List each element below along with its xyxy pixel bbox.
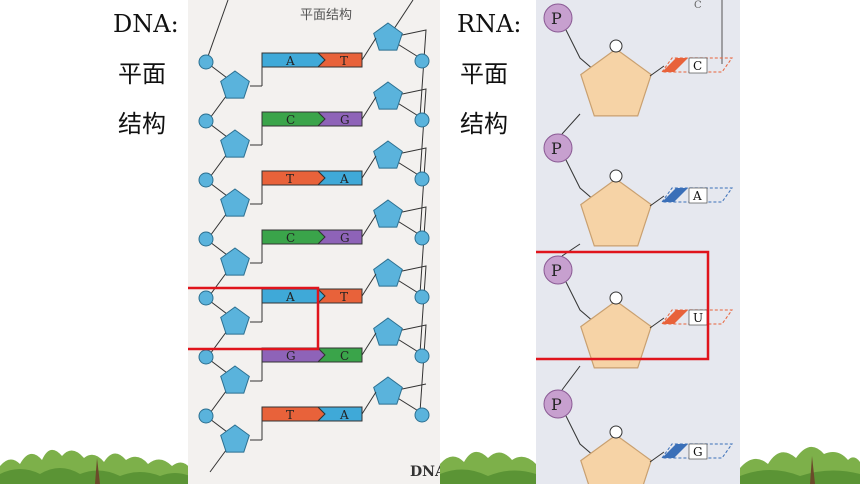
rna-top-fragment: C [694, 0, 702, 11]
dna-sugar-right [373, 22, 403, 51]
dna-base-right [316, 170, 363, 186]
dna-phosphate-left [198, 113, 214, 129]
rna-phosphate-label: P [551, 9, 562, 28]
rna-phosphate [543, 389, 573, 419]
rna-base-label: G [693, 445, 703, 459]
rna-sugar [580, 434, 652, 488]
dna-base-right [316, 52, 363, 68]
dna-phosphate-right [414, 112, 430, 128]
dna-caption: DNA [410, 464, 440, 480]
rna-base-label: U [693, 311, 703, 325]
dna-backbone [198, 0, 430, 473]
dna-base-right-label: G [340, 113, 350, 127]
rna-base-label: A [692, 189, 702, 203]
rna-base-outline [661, 57, 733, 73]
rna-sugar [580, 48, 652, 117]
dna-phosphate-left [198, 408, 214, 424]
foliage-middle [440, 451, 536, 484]
rna-nucleotides: C P C P A P U P G [543, 0, 733, 488]
dna-phosphate-right [414, 53, 430, 69]
dna-base-right [316, 111, 363, 127]
rna-sugar [580, 178, 652, 247]
rna-diagram: C P C P A P U P G [528, 0, 733, 488]
dna-base-left-label: G [286, 349, 296, 363]
rna-phosphate-label: P [551, 395, 562, 414]
dna-phosphate-left [198, 54, 214, 70]
dna-phosphate-left [198, 231, 214, 247]
dna-base-right-label: A [339, 408, 349, 422]
dna-sugar-left [220, 188, 250, 217]
dna-label-line2: 平面 [118, 60, 166, 88]
rna-sugar [580, 300, 652, 369]
dna-phosphate-right [414, 289, 430, 305]
rna-phosphate [543, 133, 573, 163]
rna-base-outline [661, 187, 733, 203]
rna-phosphate [543, 255, 573, 285]
rna-oxygen [609, 169, 623, 183]
dna-label-line3: 结构 [118, 110, 166, 138]
dna-base-left-label: T [286, 172, 294, 186]
dna-label: DNA: [113, 10, 179, 38]
dna-sugar-left [220, 365, 250, 394]
foliage-right [740, 446, 860, 484]
rna-phosphate [543, 3, 573, 33]
rna-label-line3: 结构 [460, 110, 508, 138]
dna-phosphate-left [198, 349, 214, 365]
dna-base-left-label: T [286, 408, 294, 422]
dna-base-right [316, 229, 363, 245]
rna-base-shape [662, 310, 688, 324]
dna-sugar-left [220, 306, 250, 335]
dna-base-left-label: C [286, 113, 295, 127]
dna-diagram: 平面结构 DNA A T C G T A C G A T G C T A [184, 0, 447, 480]
dna-base-pairs: A T C G T A C G A T G C T A [250, 37, 377, 441]
dna-base-right-label: T [340, 290, 348, 304]
dna-sugar-left [220, 424, 250, 453]
dna-sugar-left [220, 129, 250, 158]
dna-base-left-label: C [286, 231, 295, 245]
dna-figure-panel: 平面结构 DNA A T C G T A C G A T G C T A [184, 0, 447, 484]
dna-phosphate-right [414, 230, 430, 246]
foliage-left [0, 449, 190, 484]
dna-base-right-label: A [339, 172, 349, 186]
rna-phosphate-label: P [551, 261, 562, 280]
dna-base-right-label: G [340, 231, 350, 245]
dna-sugar-right [373, 258, 403, 287]
dna-figure-title: 平面结构 [300, 8, 352, 23]
dna-phosphate-right [414, 348, 430, 364]
dna-sugar-left [220, 247, 250, 276]
rna-base-outline [661, 443, 733, 459]
rna-figure-panel: C P C P A P U P G [528, 0, 740, 488]
rna-oxygen [609, 291, 623, 305]
dna-base-left-label: A [285, 290, 295, 304]
dna-sugar-right [373, 81, 403, 110]
dna-phosphate-right [414, 171, 430, 187]
rna-base-outline [661, 309, 733, 325]
dna-base-right [316, 406, 363, 422]
dna-base-left-label: A [285, 54, 295, 68]
rna-oxygen [609, 39, 623, 53]
dna-sugar-right [373, 376, 403, 405]
rna-label-line2: 平面 [460, 60, 508, 88]
dna-sugar-right [373, 140, 403, 169]
rna-base-shape [662, 188, 688, 202]
rna-base-label: C [693, 59, 702, 73]
dna-sugar-right [373, 317, 403, 346]
rna-base-shape [662, 58, 688, 72]
rna-base-shape [662, 444, 688, 458]
dna-base-right-label: T [340, 54, 348, 68]
rna-label: RNA: [457, 10, 522, 38]
dna-sugar-right [373, 199, 403, 228]
rna-oxygen [609, 425, 623, 439]
dna-sugar-left [220, 70, 250, 99]
dna-phosphate-left [198, 290, 214, 306]
dna-phosphate-left [198, 172, 214, 188]
rna-phosphate-label: P [551, 139, 562, 158]
dna-base-right-label: C [340, 349, 349, 363]
dna-phosphate-right [414, 407, 430, 423]
